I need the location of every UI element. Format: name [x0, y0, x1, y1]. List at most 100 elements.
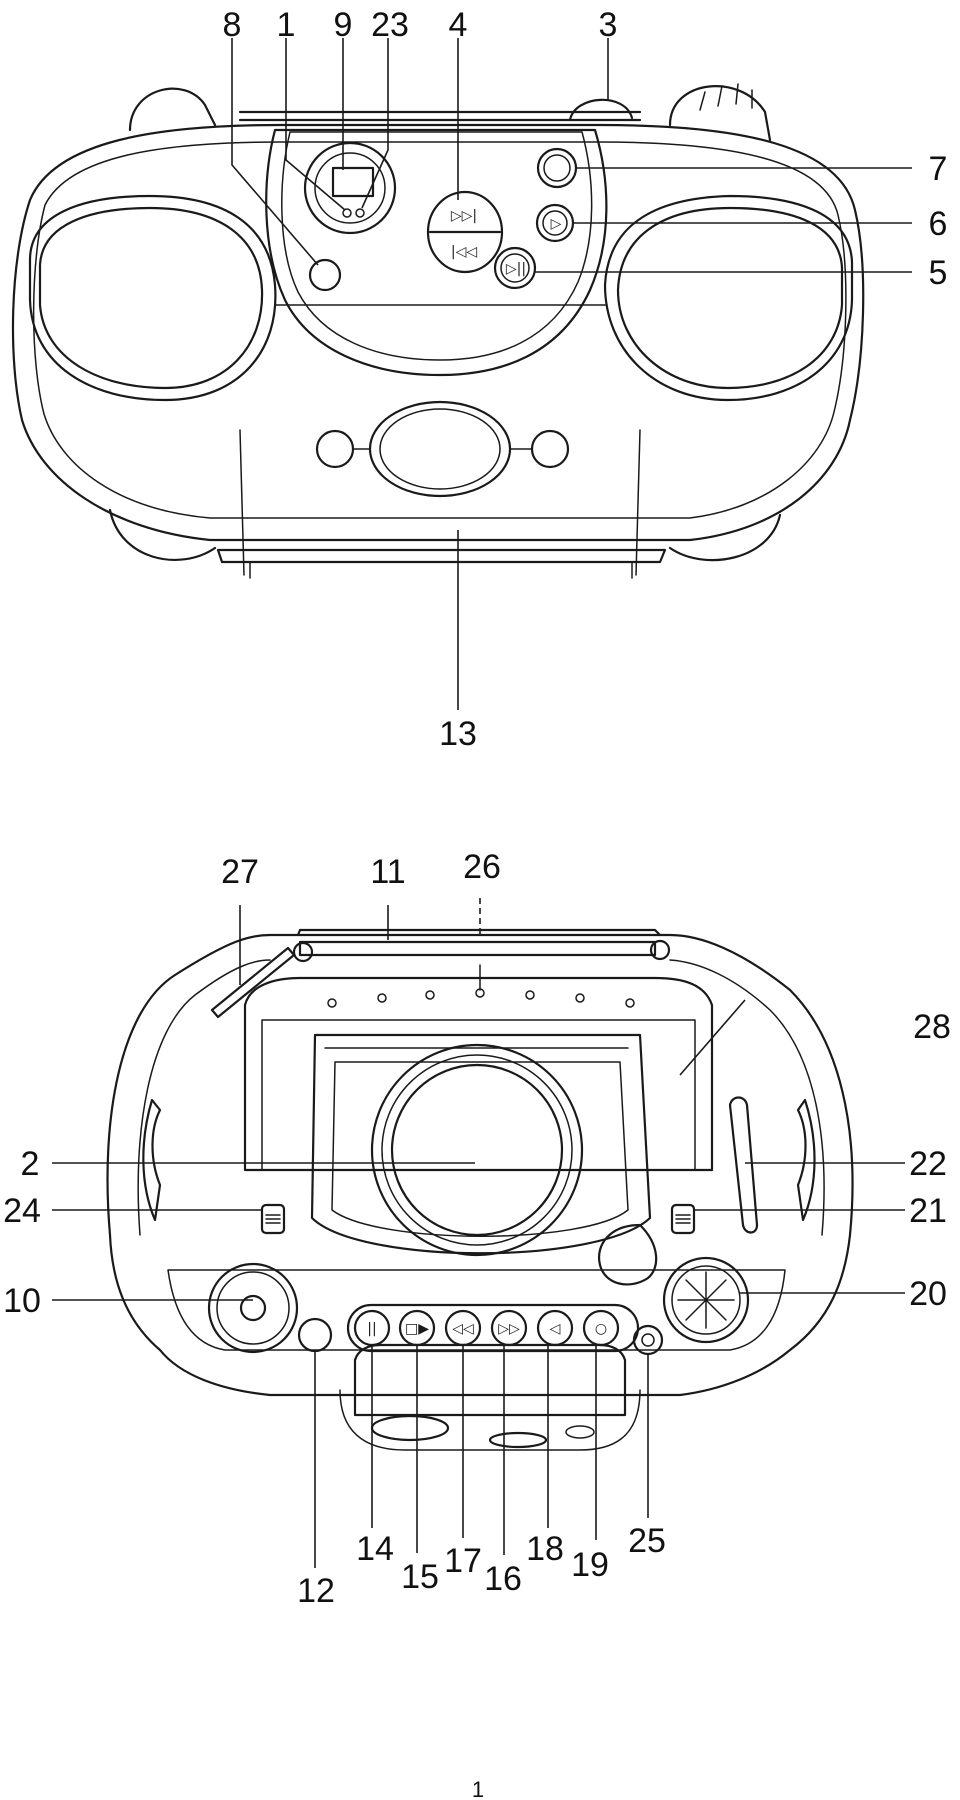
play-pause-symbol: ▷||	[506, 261, 526, 277]
indicator-led-1	[342, 208, 352, 218]
callout-21: 21	[909, 1192, 947, 1230]
cassette-play-button[interactable]: ◁	[536, 1309, 574, 1347]
callout-4: 4	[449, 6, 468, 44]
top-handle	[298, 940, 657, 957]
lcd-window	[331, 166, 375, 198]
callout-20: 20	[909, 1275, 947, 1313]
callout-18: 18	[526, 1530, 564, 1568]
lid-frame	[243, 976, 714, 1172]
skip-forward-symbol: ▷▷|	[451, 208, 477, 224]
callout-2: 2	[21, 1145, 40, 1183]
left-switch[interactable]	[260, 1203, 286, 1235]
front-panel-left	[239, 429, 245, 576]
callout-26: 26	[463, 848, 501, 886]
callout-13: 13	[439, 715, 477, 753]
rewind-button[interactable]: ◁◁	[444, 1309, 482, 1347]
play-button[interactable]: ▷	[535, 203, 575, 243]
top-handle-rail	[296, 928, 662, 937]
skip-buttons[interactable]: ▷▷| |◁◁	[426, 190, 504, 274]
right-speaker	[603, 194, 854, 402]
cassette-deck-base	[339, 1389, 641, 1451]
antenna	[210, 946, 296, 1019]
leader-23	[361, 38, 389, 209]
top-body-inner	[137, 959, 271, 1236]
cd-window-mid	[381, 1054, 573, 1246]
leader-8	[231, 38, 319, 266]
left-bottom-foot	[108, 508, 217, 561]
function-button[interactable]	[536, 147, 578, 189]
left-top-ear	[128, 87, 217, 132]
right-side-grille	[796, 1098, 816, 1222]
rewind-symbol: ◁◁	[452, 1321, 474, 1337]
play-pause-button[interactable]: ▷||	[493, 246, 537, 290]
callout-15: 15	[401, 1558, 439, 1596]
callout-16: 16	[484, 1560, 522, 1598]
control-strip	[167, 1269, 786, 1351]
leader-28	[679, 999, 746, 1076]
left-speaker	[28, 194, 277, 402]
record-symbol: ○	[595, 1321, 607, 1337]
callout-19: 19	[571, 1546, 609, 1584]
function-knob[interactable]	[297, 1317, 333, 1353]
cd-open-button[interactable]	[597, 1223, 658, 1286]
fast-forward-button[interactable]: ▷▷	[490, 1309, 528, 1347]
callout-22: 22	[909, 1145, 947, 1183]
tuning-dial[interactable]	[662, 1256, 750, 1344]
pause-symbol: ||	[367, 1321, 376, 1337]
base-strip	[216, 548, 667, 564]
deck-slot-right	[565, 1425, 595, 1439]
deck-slot-left	[370, 1414, 450, 1442]
callout-14: 14	[356, 1530, 394, 1568]
antenna-knob	[568, 98, 634, 122]
tuning-slot[interactable]	[728, 1096, 759, 1234]
stop-eject-symbol: □▶	[405, 1321, 429, 1337]
lid-frame-inner	[261, 1019, 696, 1171]
callout-25: 25	[628, 1522, 666, 1560]
callout-7: 7	[929, 150, 948, 188]
callout-5: 5	[929, 254, 948, 292]
callout-27: 27	[221, 853, 259, 891]
volume-knob[interactable]	[308, 258, 342, 292]
callout-28: 28	[913, 1008, 951, 1046]
callout-11: 11	[370, 853, 405, 891]
callout-24: 24	[3, 1192, 41, 1230]
leader-1	[285, 38, 346, 211]
callout-9: 9	[334, 6, 353, 44]
handle	[238, 110, 642, 122]
right-ear-grille	[699, 83, 753, 111]
callout-10: 10	[3, 1282, 41, 1320]
tuning-dots	[327, 988, 635, 1008]
callout-3: 3	[599, 6, 618, 44]
page-number: 1	[472, 1777, 484, 1800]
skip-back-symbol: |◁◁	[451, 244, 477, 260]
callout-17: 17	[444, 1542, 482, 1580]
body-inner-outline	[32, 141, 847, 519]
cd-door	[310, 1033, 652, 1255]
callout-1: 1	[277, 6, 296, 44]
callout-6: 6	[929, 205, 948, 243]
right-top-ear	[668, 85, 772, 142]
cd-door-inner	[331, 1061, 629, 1237]
cd-window-outer	[370, 1043, 584, 1257]
record-button[interactable]: ○	[582, 1309, 620, 1347]
fast-forward-symbol: ▷▷	[498, 1321, 520, 1337]
cd-window-inner	[390, 1063, 564, 1237]
stop-eject-button[interactable]: □▶	[398, 1309, 436, 1347]
volume-dial[interactable]	[207, 1262, 299, 1354]
callout-23: 23	[371, 6, 409, 44]
deck-slot-center	[488, 1431, 548, 1449]
base-legs	[249, 561, 633, 579]
right-hinge	[649, 939, 671, 961]
front-view: ▷▷| |◁◁ ▷|| ▷	[11, 6, 948, 753]
left-side-grille	[142, 1098, 162, 1222]
play-symbol: ▷	[551, 216, 562, 232]
cassette-door	[315, 400, 570, 498]
left-hinge	[292, 941, 314, 963]
body-outline	[11, 123, 865, 542]
callout-12: 12	[297, 1572, 335, 1610]
pause-button[interactable]: ||	[353, 1309, 391, 1347]
right-switch[interactable]	[670, 1203, 696, 1235]
top-view: || □▶ ◁◁ ▷▷ ◁ ○	[3, 848, 951, 1610]
front-panel-right	[635, 429, 641, 576]
